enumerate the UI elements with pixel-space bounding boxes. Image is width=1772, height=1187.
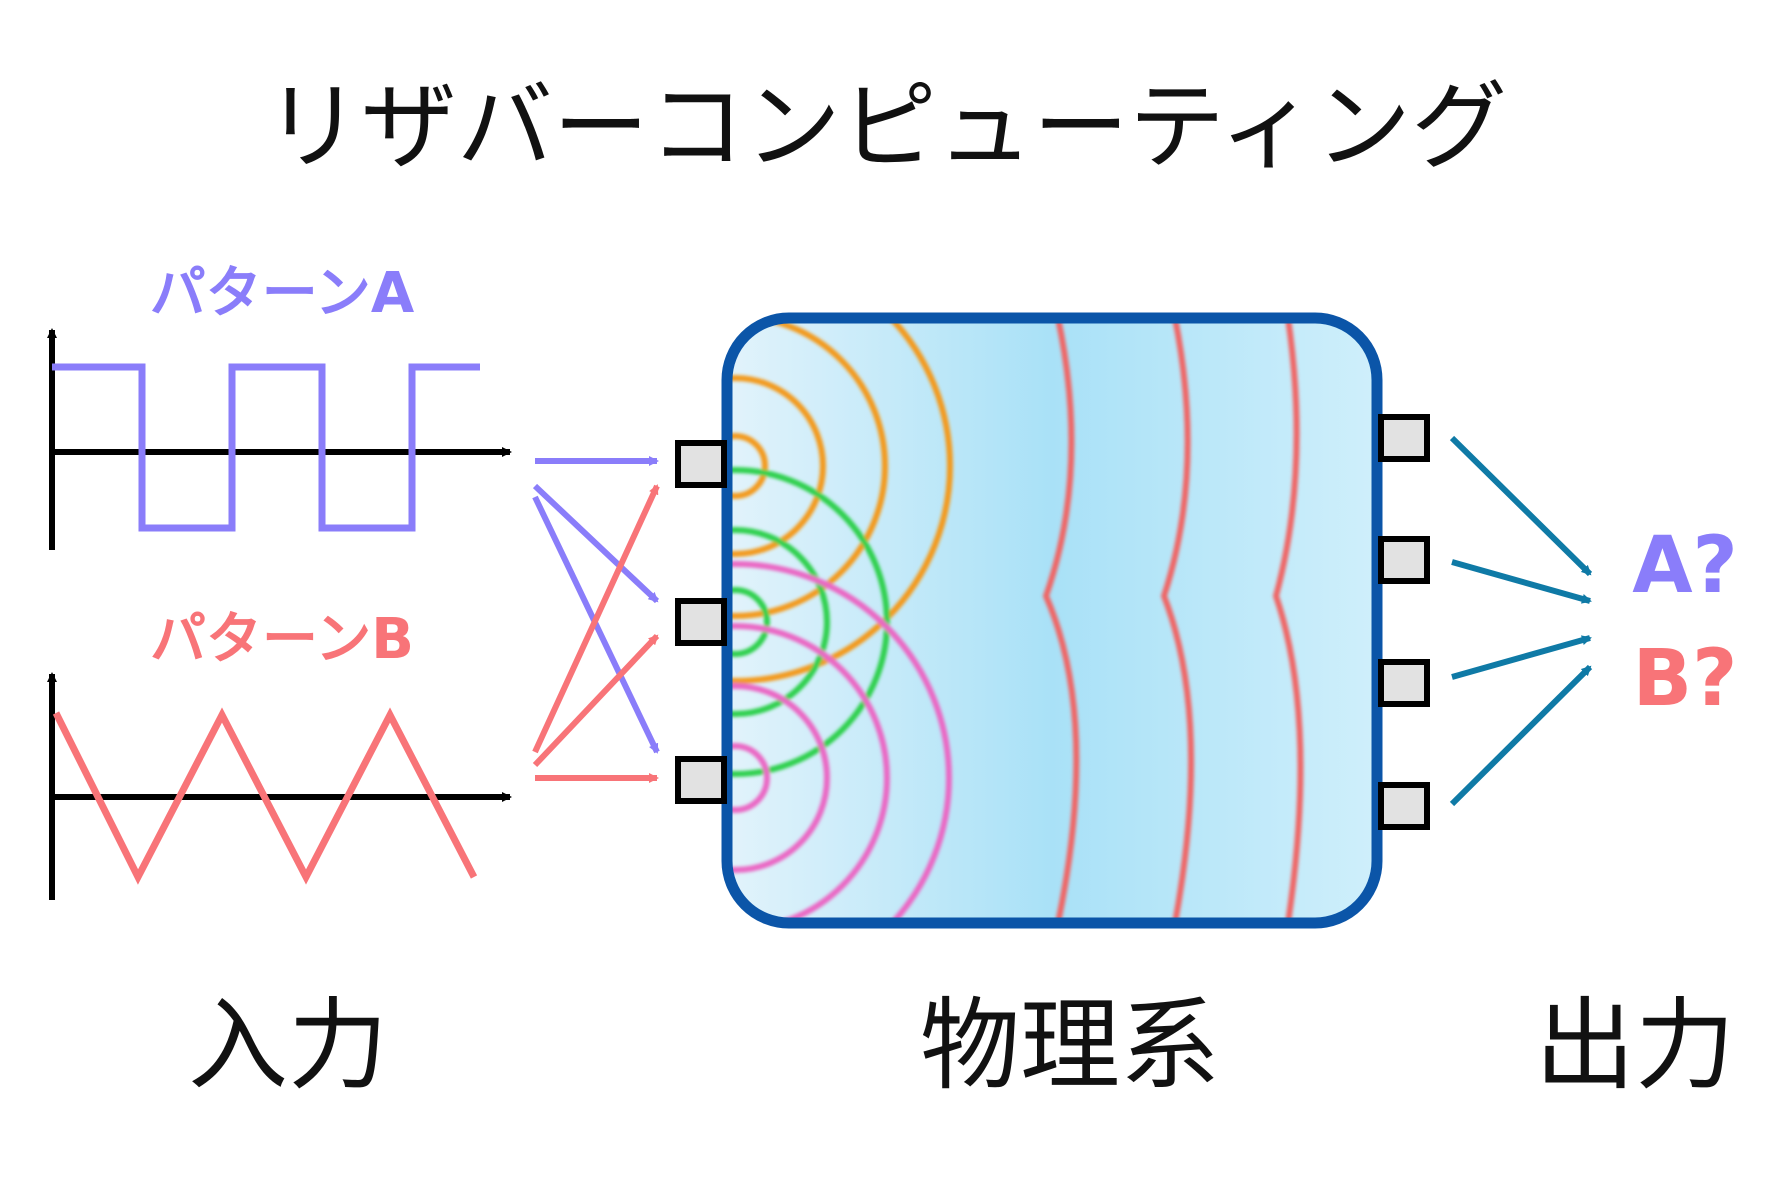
input-ports — [675, 440, 727, 804]
input-port-2 — [675, 598, 727, 646]
output-port-2 — [1378, 536, 1430, 584]
output-port-4 — [1378, 782, 1430, 830]
output-port-1 — [1378, 414, 1430, 462]
triangle-wave — [52, 707, 478, 885]
pattern-a-label: パターンA — [150, 261, 415, 326]
input-port-1 — [675, 440, 727, 488]
arrow-b-2 — [532, 633, 660, 768]
pattern-a-plot — [47, 328, 512, 550]
system-section-label: 物理系 — [920, 987, 1220, 1104]
output-section-label: 出力 — [1535, 987, 1735, 1104]
output-ports — [1378, 414, 1430, 830]
arrow-a-2 — [532, 483, 660, 604]
page-title: リザバーコンピューティング — [265, 71, 1507, 183]
out-arrow-1 — [1449, 435, 1593, 577]
wave-pattern — [727, 318, 1304, 923]
out-arrow-2 — [1451, 559, 1592, 604]
out-arrow-3 — [1451, 635, 1592, 680]
physical-system-box — [721, 312, 1383, 929]
pattern-b-plot — [47, 672, 512, 900]
output-a-label: A? — [1632, 521, 1738, 611]
arrow-b-1 — [532, 484, 660, 754]
output-b-label: B? — [1633, 634, 1738, 724]
square-wave — [52, 363, 480, 532]
out-arrow-4 — [1449, 664, 1593, 807]
input-port-3 — [675, 756, 727, 804]
input-arrows — [532, 456, 660, 783]
pattern-b-label: パターンB — [150, 607, 414, 672]
input-section-label: 入力 — [188, 987, 388, 1104]
output-port-3 — [1378, 659, 1430, 707]
output-arrows — [1449, 435, 1593, 807]
